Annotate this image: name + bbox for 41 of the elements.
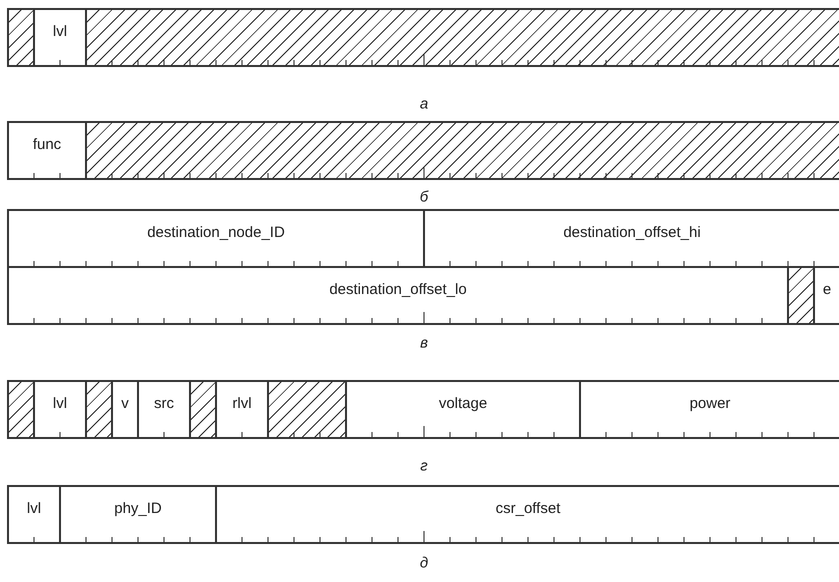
- bit-field: [579, 380, 839, 439]
- bit-field: [111, 380, 139, 439]
- field-label: phy_ID: [113, 501, 163, 516]
- panel-caption: г: [420, 458, 428, 474]
- field-label: csr_offset: [494, 501, 562, 516]
- reserved-field: [85, 8, 839, 67]
- field-label: power: [688, 396, 732, 411]
- field-label: v: [120, 396, 130, 411]
- reserved-field: [85, 380, 113, 439]
- panel-caption: б: [420, 190, 428, 204]
- bit-field: [215, 380, 269, 439]
- reserved-field: [267, 380, 347, 439]
- field-label: func: [32, 137, 62, 152]
- panel-caption: д: [420, 556, 428, 570]
- reserved-field: [85, 121, 839, 180]
- bit-field: [7, 121, 87, 180]
- bit-field: [59, 485, 217, 544]
- bit-field: [137, 380, 191, 439]
- field-label: src: [153, 396, 175, 411]
- field-label: e: [822, 282, 832, 297]
- panel-caption: в: [420, 336, 428, 350]
- field-label: rlvl: [231, 396, 253, 411]
- bit-field: [7, 485, 61, 544]
- field-label: voltage: [438, 396, 488, 411]
- reserved-field: [7, 380, 35, 439]
- bit-field: [33, 380, 87, 439]
- field-label: lvl: [26, 501, 42, 516]
- reserved-field: [787, 266, 815, 325]
- bit-field: [33, 8, 87, 67]
- bit-field: [345, 380, 581, 439]
- panel-caption: а: [420, 96, 428, 112]
- bit-field: [7, 266, 789, 325]
- bit-field: [7, 209, 425, 268]
- reserved-field: [7, 8, 35, 67]
- field-label: destination_node_ID: [146, 225, 286, 240]
- reserved-field: [189, 380, 217, 439]
- field-label: destination_offset_hi: [562, 225, 702, 240]
- bit-field: [215, 485, 839, 544]
- field-label: destination_offset_lo: [328, 282, 468, 297]
- field-label: lvl: [52, 24, 68, 39]
- field-label: lvl: [52, 396, 68, 411]
